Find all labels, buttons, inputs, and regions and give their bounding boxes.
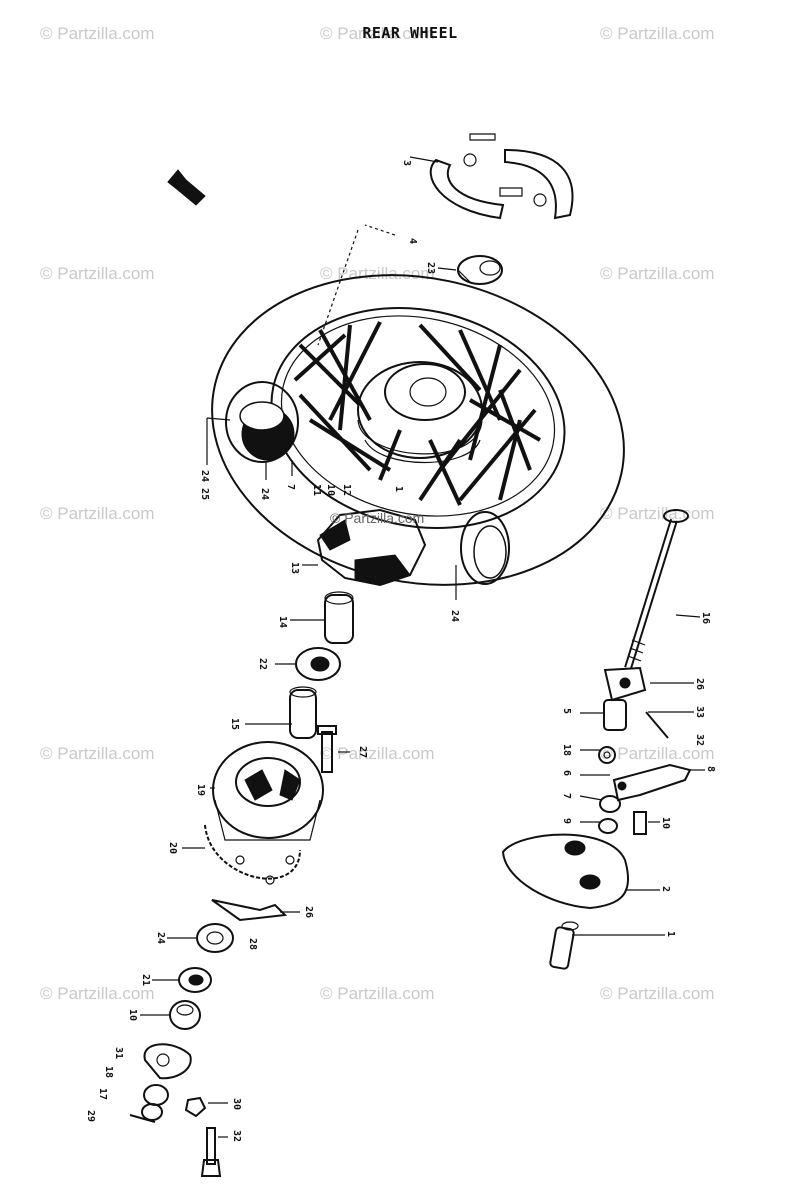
- direction-arrow-icon: [167, 169, 206, 206]
- spacer: [289, 686, 317, 739]
- watermark: © Partzilla.com: [40, 984, 155, 1003]
- callout: 16: [700, 612, 711, 624]
- watermark: © Partzilla.com: [40, 264, 155, 283]
- callout: 6: [561, 770, 572, 776]
- callout: 19: [195, 784, 206, 796]
- callout: 24: [259, 488, 270, 500]
- chain-adjuster-right: [603, 666, 669, 739]
- watermark: © Partzilla.com: [320, 744, 435, 763]
- torque-arm-bolt: [549, 921, 579, 970]
- callout: 18: [103, 1066, 114, 1078]
- callout: 11: [311, 484, 322, 496]
- callout: 29: [85, 1110, 96, 1122]
- bearing-lower: [196, 923, 234, 953]
- hub-cover-right: [460, 511, 510, 585]
- callout: 32: [694, 734, 705, 746]
- callout: 24 25: [199, 470, 210, 500]
- callout: 24: [155, 932, 166, 944]
- watermark: © Partzilla.com: [600, 24, 715, 43]
- callout: 14: [277, 616, 288, 628]
- callout: 26: [694, 678, 705, 690]
- callout: 2: [660, 886, 671, 892]
- callout: 15: [229, 718, 240, 730]
- callout: 33: [694, 706, 705, 718]
- watermark: © Partzilla.com: [330, 510, 425, 526]
- axle: [624, 509, 689, 670]
- callout: 8: [705, 766, 716, 772]
- callout: 17: [97, 1088, 108, 1100]
- callout: 7: [285, 484, 296, 490]
- callout: 26: [303, 906, 314, 918]
- callout: 31: [113, 1047, 124, 1059]
- callout: 1: [393, 486, 404, 492]
- watermark: © Partzilla.com: [40, 504, 155, 523]
- callout: 10: [127, 1009, 138, 1021]
- diagram-title: REAR WHEEL: [362, 24, 458, 42]
- ring: [178, 967, 212, 993]
- nut-and-bolt-lower: [184, 1096, 222, 1177]
- leader-lines: [140, 156, 705, 1138]
- callout-labels: 3 4 23 24 25 24 7 11 10 12 1 13 24 14 22…: [85, 160, 716, 1142]
- spacer-lower: [169, 1000, 201, 1030]
- callout: 20: [167, 842, 178, 854]
- callout: 5: [561, 708, 572, 714]
- callout: 12: [341, 484, 352, 496]
- watermark: © Partzilla.com: [600, 984, 715, 1003]
- callout: 9: [561, 818, 572, 824]
- callout: 28: [247, 938, 258, 950]
- bearing-mid: [295, 647, 341, 681]
- lock-washer: [211, 899, 288, 922]
- bolt: [317, 725, 337, 773]
- sprocket-drum: [212, 741, 324, 841]
- callout: 10: [325, 484, 336, 496]
- callout: 30: [231, 1098, 242, 1110]
- watermark: © Partzilla.com: [600, 744, 715, 763]
- wheel-hub: [357, 361, 483, 463]
- callout: 18: [561, 744, 572, 756]
- small-parts-right: [598, 746, 692, 835]
- callout: 13: [289, 562, 300, 574]
- bearing-top: [457, 255, 503, 285]
- callout: 23: [425, 262, 436, 274]
- sprocket: [204, 824, 301, 885]
- callout: 22: [257, 658, 268, 670]
- hub-damper: [316, 508, 427, 587]
- callout: 7: [561, 793, 572, 799]
- callout: 4: [407, 238, 418, 244]
- watermark: © Partzilla.com: [320, 24, 435, 43]
- callout: 10: [660, 817, 671, 829]
- callout: 21: [140, 974, 151, 986]
- watermark: © Partzilla.com: [40, 24, 155, 43]
- callout: 1: [665, 931, 676, 937]
- callout: 3: [401, 160, 412, 166]
- watermark: © Partzilla.com: [600, 264, 715, 283]
- brake-shoe-assembly: [429, 133, 574, 220]
- spokes: [293, 321, 541, 506]
- torque-arm: [501, 833, 630, 910]
- callout: 27: [357, 746, 368, 758]
- callout: 24: [449, 610, 460, 622]
- chain-adjuster-left: [129, 1043, 192, 1123]
- collar: [324, 591, 354, 644]
- callout: 32: [231, 1130, 242, 1142]
- hub-cover-left: [225, 381, 299, 463]
- watermark: © Partzilla.com: [320, 984, 435, 1003]
- watermark: © Partzilla.com: [40, 744, 155, 763]
